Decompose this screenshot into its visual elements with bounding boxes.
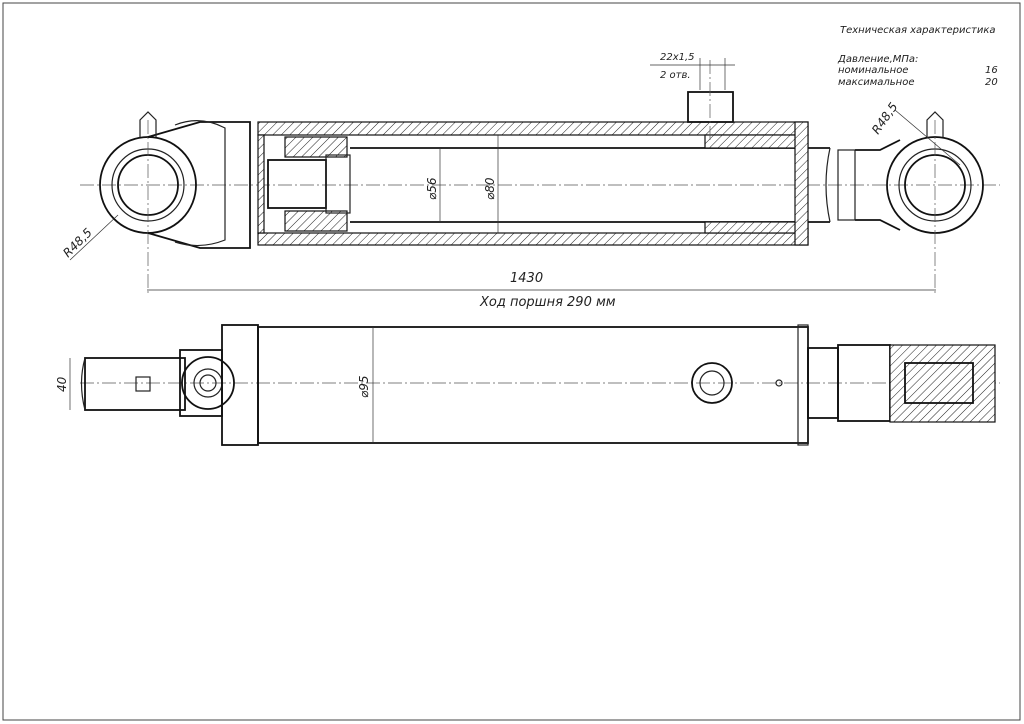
specs-title: Техническая характеристика: [840, 25, 996, 36]
left-radius: R48,5: [60, 225, 95, 260]
max-value: 20: [985, 77, 998, 88]
right-radius: R48,5: [869, 100, 901, 137]
plan-view: 40 ⌀95: [55, 324, 1000, 446]
max-label: максимальное: [838, 77, 914, 88]
technical-specs: Техническая характеристика Давление,МПа:…: [837, 25, 998, 88]
nominal-value: 16: [985, 65, 998, 76]
bore-diameter: ⌀80: [483, 177, 497, 200]
cylinder-tube: [257, 326, 809, 444]
stroke-label: Ход поршня 290 мм: [479, 295, 616, 310]
section-view: 1430 Ход поршня 290 мм ⌀56 ⌀80 R48,5 R48…: [60, 52, 1000, 310]
hydraulic-port: [687, 91, 734, 123]
port-circle: [691, 362, 733, 404]
rod-diameter: ⌀56: [425, 177, 439, 200]
pressure-label: Давление,МПа:: [837, 54, 918, 65]
nominal-label: номинальное: [838, 65, 908, 76]
tube-diameter: ⌀95: [357, 376, 371, 399]
clevis-width: 40: [55, 376, 69, 392]
port-count: 2 отв.: [660, 70, 691, 81]
port-thread: 22x1,5: [660, 52, 695, 63]
overall-length: 1430: [510, 271, 543, 286]
